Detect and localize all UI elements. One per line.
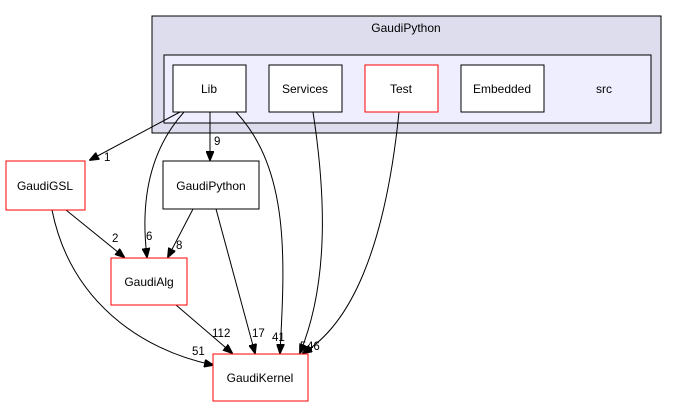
node-gaudigsl-label: GaudiGSL	[17, 179, 73, 193]
cluster-gaudipython-label: GaudiPython	[371, 21, 440, 35]
edge-label-test-gaudikernel: 46	[307, 341, 320, 353]
edge-gaudipython-gaudikernel	[215, 208, 255, 353]
edge-gaudigsl-gaudialg	[65, 209, 124, 257]
cluster-src-label: src	[596, 82, 612, 96]
edge-gaudigsl-gaudikernel	[51, 209, 213, 365]
node-gaudipython-label: GaudiPython	[176, 179, 245, 193]
edge-label-lib-gaudipython: 9	[214, 136, 220, 148]
edge-test-gaudikernel	[303, 111, 400, 353]
edge-label-gaudigsl-gaudialg: 2	[112, 233, 118, 245]
edge-lib-gaudigsl	[90, 111, 181, 160]
node-embedded[interactable]: Embedded	[460, 64, 545, 113]
node-lib[interactable]: Lib	[172, 64, 247, 113]
edge-label-lib-gaudigsl: 1	[104, 152, 110, 164]
edge-label-gaudigsl-gaudikernel: 51	[192, 346, 205, 358]
edge-labels: 1 9 6 2 8 51 112 17 41 5 46	[104, 136, 320, 358]
edge-label-services-gaudikernel: 5	[300, 341, 306, 353]
edge-label-lib-gaudikernel: 41	[272, 332, 285, 344]
node-lib-label: Lib	[201, 82, 217, 96]
edge-label-gaudialg-gaudikernel: 112	[212, 328, 230, 340]
node-gaudialg-label: GaudiAlg	[124, 275, 173, 289]
node-gaudipython[interactable]: GaudiPython	[162, 160, 260, 210]
edge-label-gaudipython-gaudialg: 8	[176, 240, 182, 252]
edges	[51, 111, 400, 365]
node-gaudigsl[interactable]: GaudiGSL	[5, 160, 86, 211]
node-embedded-label: Embedded	[473, 82, 531, 96]
edge-services-gaudikernel	[300, 111, 323, 353]
node-services-label: Services	[282, 82, 328, 96]
edge-label-lib-gaudialg: 6	[146, 231, 152, 243]
edge-label-gaudipython-gaudikernel: 17	[252, 328, 265, 340]
node-gaudikernel[interactable]: GaudiKernel	[212, 353, 309, 402]
node-gaudikernel-label: GaudiKernel	[227, 371, 294, 385]
node-test-label: Test	[390, 82, 413, 96]
node-gaudialg[interactable]: GaudiAlg	[110, 257, 188, 306]
edge-gaudipython-gaudialg	[168, 208, 194, 257]
node-test[interactable]: Test	[364, 64, 439, 113]
edge-lib-gaudikernel	[235, 111, 283, 353]
node-services[interactable]: Services	[268, 64, 343, 113]
edge-gaudialg-gaudikernel	[175, 304, 232, 353]
edge-lib-gaudialg	[145, 111, 185, 257]
